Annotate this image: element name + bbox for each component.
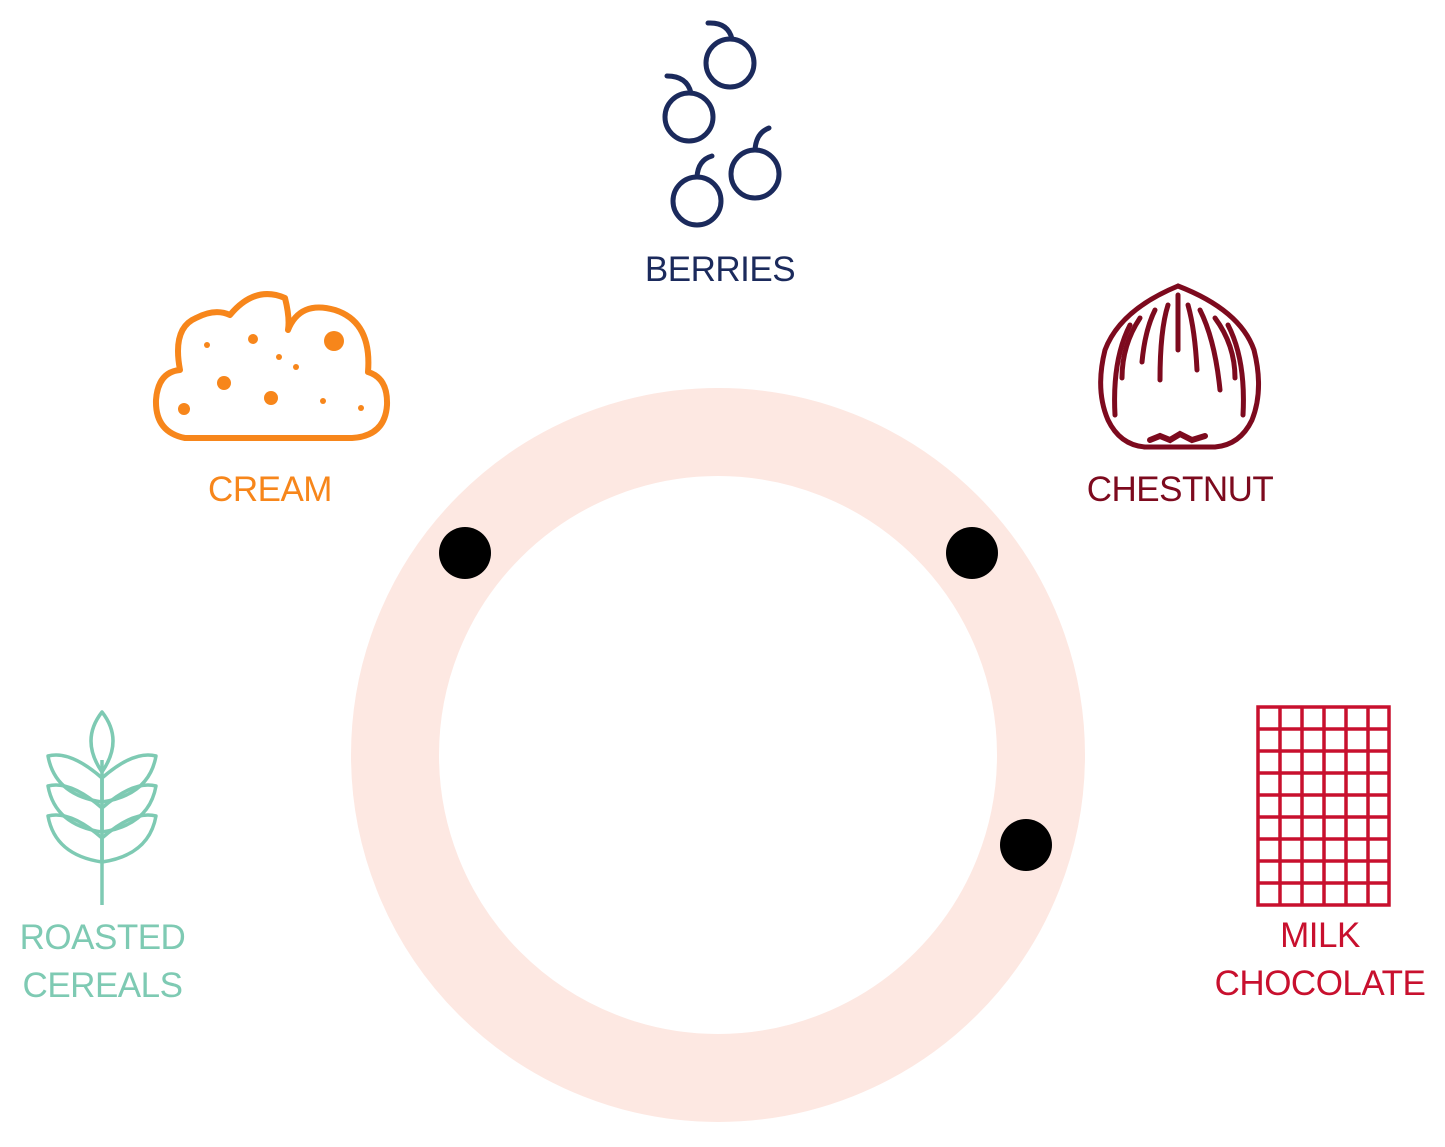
cream-label: CREAM: [208, 470, 332, 509]
berries-label: BERRIES: [644, 250, 796, 289]
milk-chocolate-label-line2: CHOCOLATE: [1214, 964, 1426, 1003]
chestnut-icon: [1098, 283, 1262, 450]
marker-dot-milk-chocolate: [1000, 819, 1052, 871]
roasted-cereals-label-line2: CEREALS: [22, 966, 183, 1005]
roasted-cereals-label-line1: ROASTED: [19, 918, 186, 957]
milk-chocolate-label-line1: MILK: [1280, 916, 1360, 955]
chestnut-label: CHESTNUT: [1086, 470, 1274, 509]
roasted-cereals-icon: [46, 710, 158, 905]
milk-chocolate-icon: [1256, 705, 1391, 907]
milk-chocolate-label: MILK CHOCOLATE: [1200, 912, 1440, 1008]
flavor-ring: [351, 388, 1085, 1122]
berries-icon: [662, 20, 782, 228]
marker-dot-chestnut: [946, 527, 998, 579]
roasted-cereals-label: ROASTED CEREALS: [0, 914, 205, 1010]
marker-dot-cream: [439, 527, 491, 579]
cream-icon: [152, 291, 391, 441]
